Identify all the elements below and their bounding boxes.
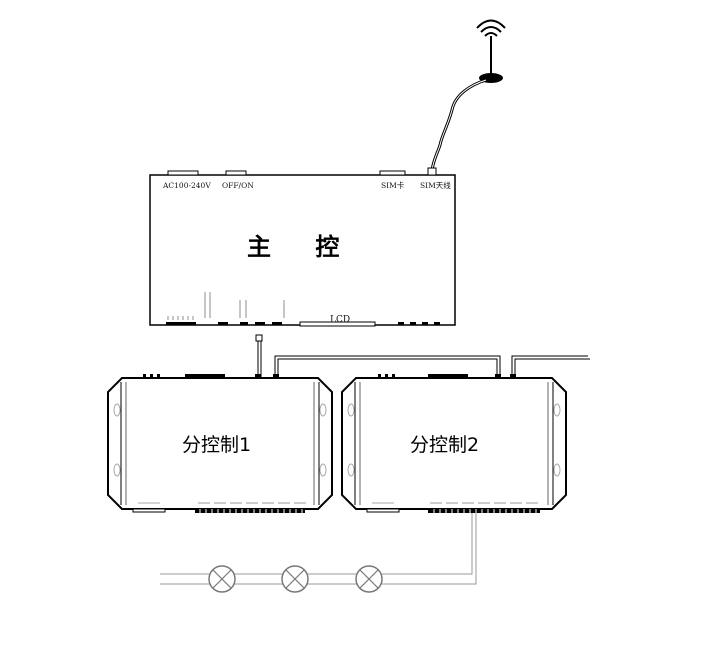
- sub-controller-2: 分控制2: [341, 374, 567, 513]
- sub-controller-1-title: 分控制1: [182, 434, 251, 456]
- antenna-icon: [476, 19, 506, 83]
- sub-controller-1: 分控制1: [107, 374, 333, 513]
- lamp-icon: [281, 565, 309, 593]
- sub2-outgoing-cable: [511, 355, 590, 378]
- lamp-icon: [355, 565, 383, 593]
- sim-card-label: SIM卡: [381, 180, 405, 190]
- sub1-to-sub2-cable: [274, 355, 501, 378]
- lamp-cable: [160, 513, 477, 585]
- sub-controller-2-title: 分控制2: [410, 434, 479, 456]
- power-switch-label: OFF/ON: [222, 181, 254, 190]
- lamp-icon: [208, 565, 236, 593]
- main-to-sub1-cable: [255, 334, 263, 378]
- antenna-cable: [430, 78, 487, 171]
- main-controller-title: 主 控: [247, 233, 357, 261]
- sim-antenna-label: SIM天线: [420, 180, 451, 190]
- power-input-label: AC100-240V: [162, 181, 211, 190]
- main-controller: AC100-240V OFF/ON SIM卡 SIM天线 主 控 LCD: [149, 167, 456, 327]
- lcd-label: LCD: [330, 315, 350, 325]
